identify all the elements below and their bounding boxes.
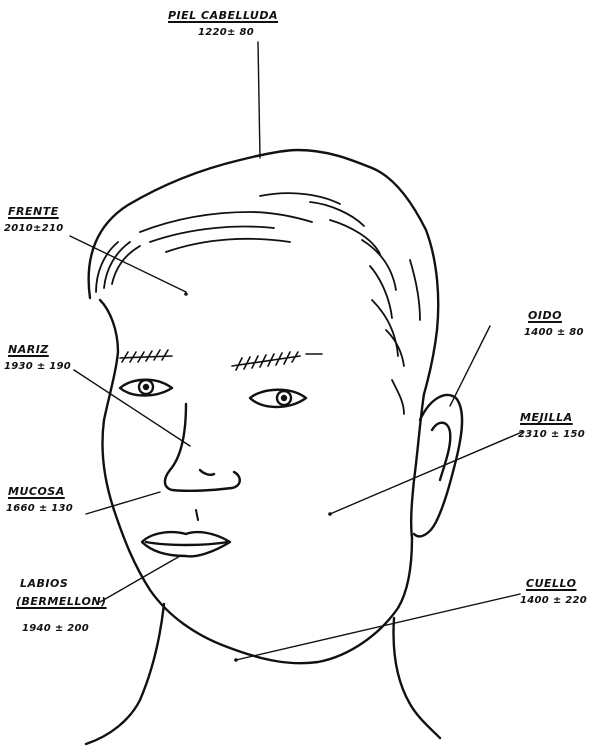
neck-label: CUELLO bbox=[526, 578, 577, 589]
lips bbox=[142, 532, 230, 556]
nose-label: NARIZ bbox=[8, 344, 49, 355]
neck-value: 1400 ± 220 bbox=[520, 596, 587, 606]
nose bbox=[165, 404, 240, 491]
nose-value: 1930 ± 190 bbox=[4, 362, 71, 372]
philtrum-mark bbox=[196, 510, 198, 520]
cheek-value: 2310 ± 150 bbox=[518, 430, 585, 440]
lips-value: 1940 ± 200 bbox=[22, 624, 89, 634]
eyes bbox=[120, 380, 306, 407]
scalp-value: 1220± 80 bbox=[198, 28, 254, 38]
scalp-label: PIEL CABELLUDA bbox=[168, 10, 278, 21]
lips-label-2: (BERMELLON) bbox=[16, 596, 107, 607]
mucosa-value: 1660 ± 130 bbox=[6, 504, 73, 514]
eyebrows bbox=[120, 350, 322, 370]
ear-label: OIDO bbox=[528, 310, 562, 321]
forehead-value: 2010±210 bbox=[4, 224, 64, 234]
mucosa-label: MUCOSA bbox=[8, 486, 65, 497]
ear bbox=[414, 395, 462, 536]
forehead-label: FRENTE bbox=[8, 206, 59, 217]
leader-dots bbox=[184, 292, 332, 662]
cheek-label: MEJILLA bbox=[520, 412, 573, 423]
lips-label: LABIOS bbox=[20, 578, 68, 589]
face-left-side bbox=[100, 300, 412, 663]
ear-value: 1400 ± 80 bbox=[524, 328, 584, 338]
